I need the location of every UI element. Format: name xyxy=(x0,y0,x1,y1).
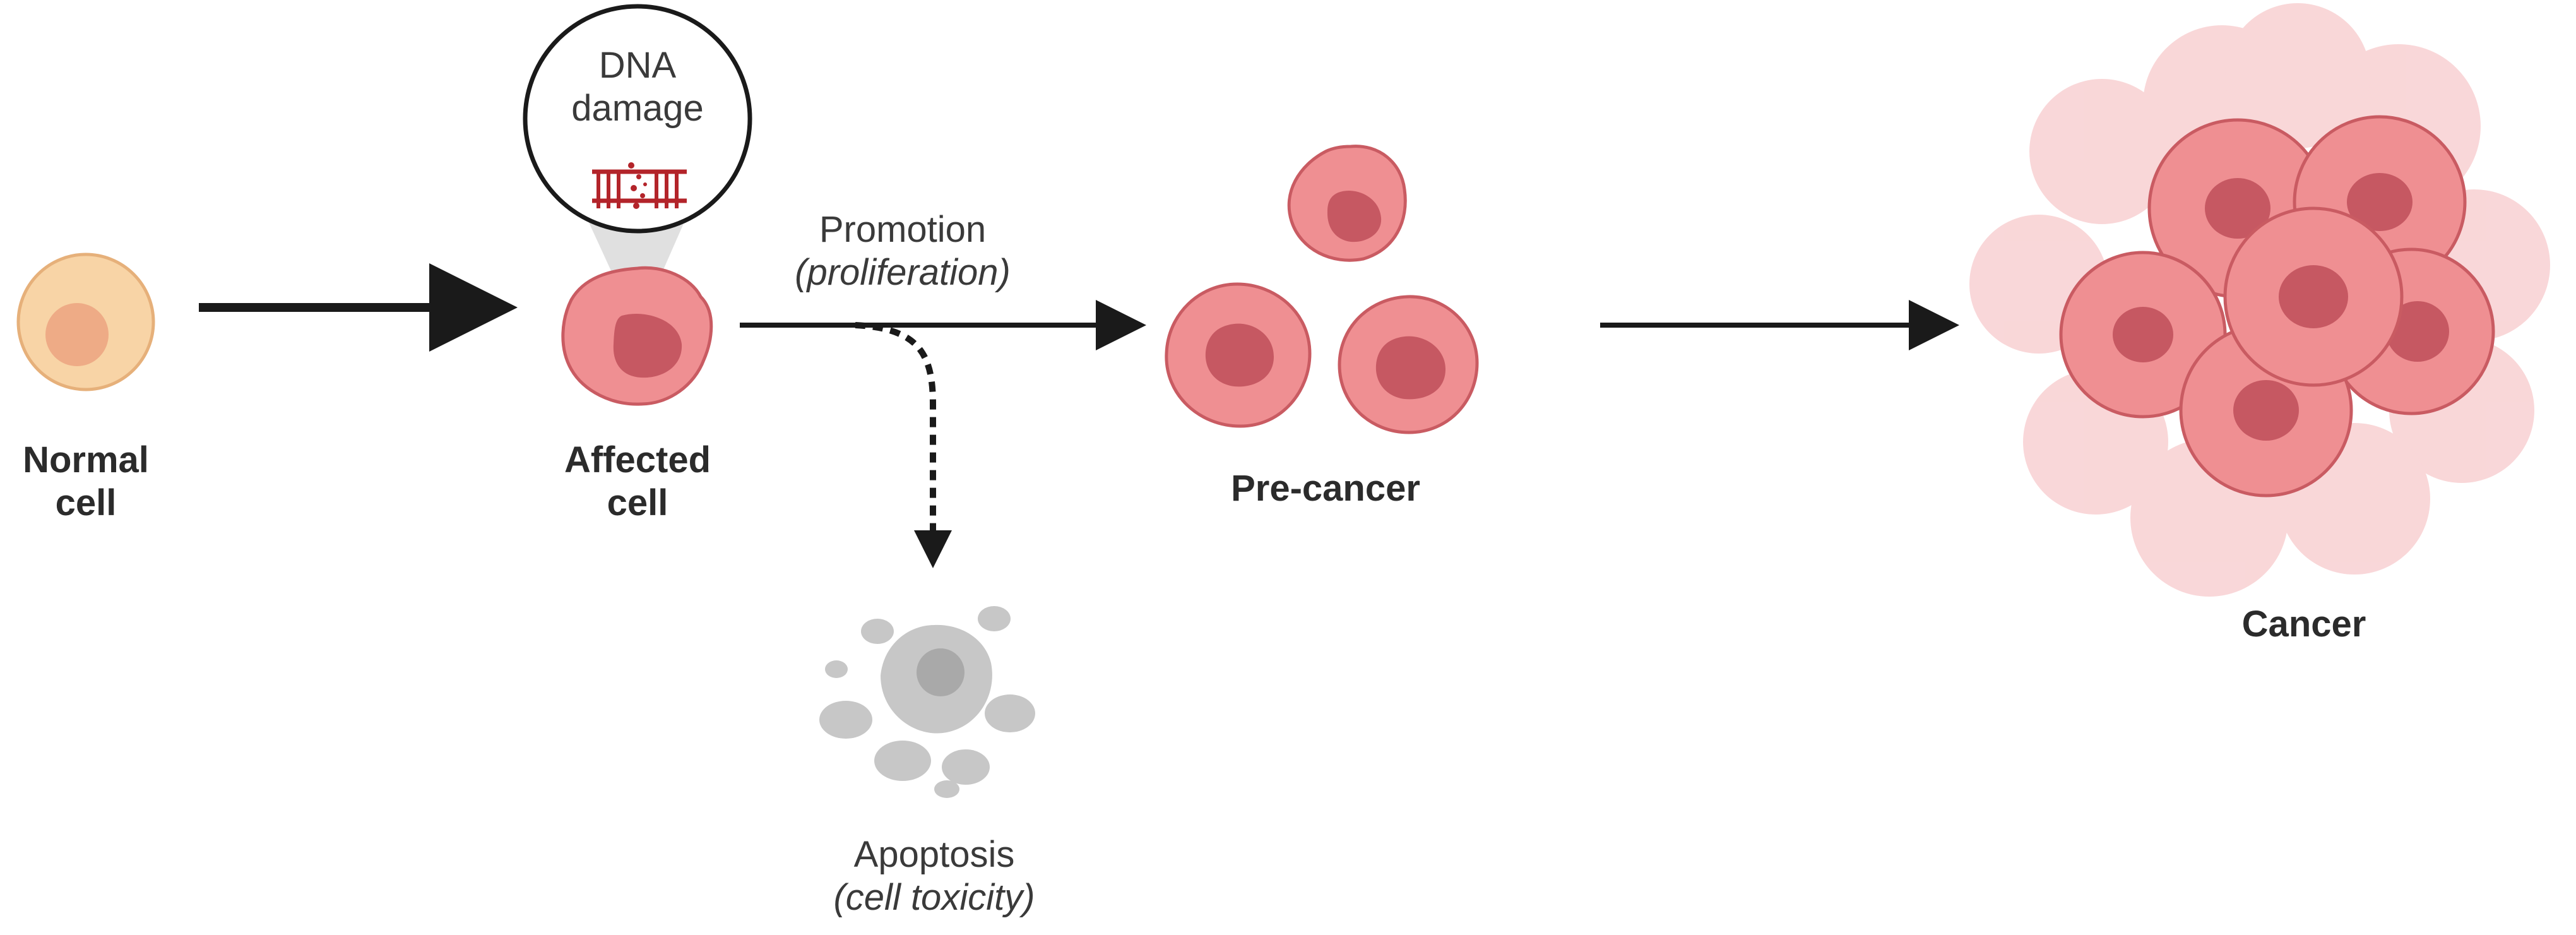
precancer-label-text: Pre-cancer xyxy=(1231,468,1420,509)
apoptosis-title: Apoptosis xyxy=(853,834,1015,875)
affected-cell-icon xyxy=(561,266,713,406)
normal-cell-label-line1: Normal xyxy=(23,439,149,480)
dna-damage-callout xyxy=(523,4,752,328)
cancer-label-text: Cancer xyxy=(2241,604,2366,645)
apoptosis-subtitle: (cell toxicity) xyxy=(833,877,1035,919)
normal-cell-label: Normal cell xyxy=(0,439,172,525)
affected-cell-label-line1: Affected xyxy=(564,439,711,480)
affected-cell-label-line2: cell xyxy=(607,482,668,524)
promotion-subtitle: (proliferation) xyxy=(795,252,1011,294)
dna-damage-label: DNA damage xyxy=(537,44,739,131)
normal-cell-icon xyxy=(16,253,155,391)
apoptotic-cell-icon xyxy=(819,606,1035,798)
cancer-label: Cancer xyxy=(2178,603,2430,646)
promotion-label: Promotion (proliferation) xyxy=(757,208,1048,295)
dna-damage-label-line1: DNA xyxy=(598,45,677,86)
apoptosis-arrow xyxy=(855,322,952,568)
promotion-title: Promotion xyxy=(819,209,987,250)
normal-cell-label-line2: cell xyxy=(55,482,117,524)
precancer-cells-icon xyxy=(1165,145,1479,434)
dna-strand-icon xyxy=(592,162,687,209)
precancer-label: Pre-cancer xyxy=(1199,467,1452,510)
apoptosis-label: Apoptosis (cell toxicity) xyxy=(776,833,1092,920)
affected-cell-label: Affected cell xyxy=(543,439,732,525)
cancer-tumor-icon xyxy=(1969,3,2550,597)
dna-damage-label-line2: damage xyxy=(571,88,704,129)
